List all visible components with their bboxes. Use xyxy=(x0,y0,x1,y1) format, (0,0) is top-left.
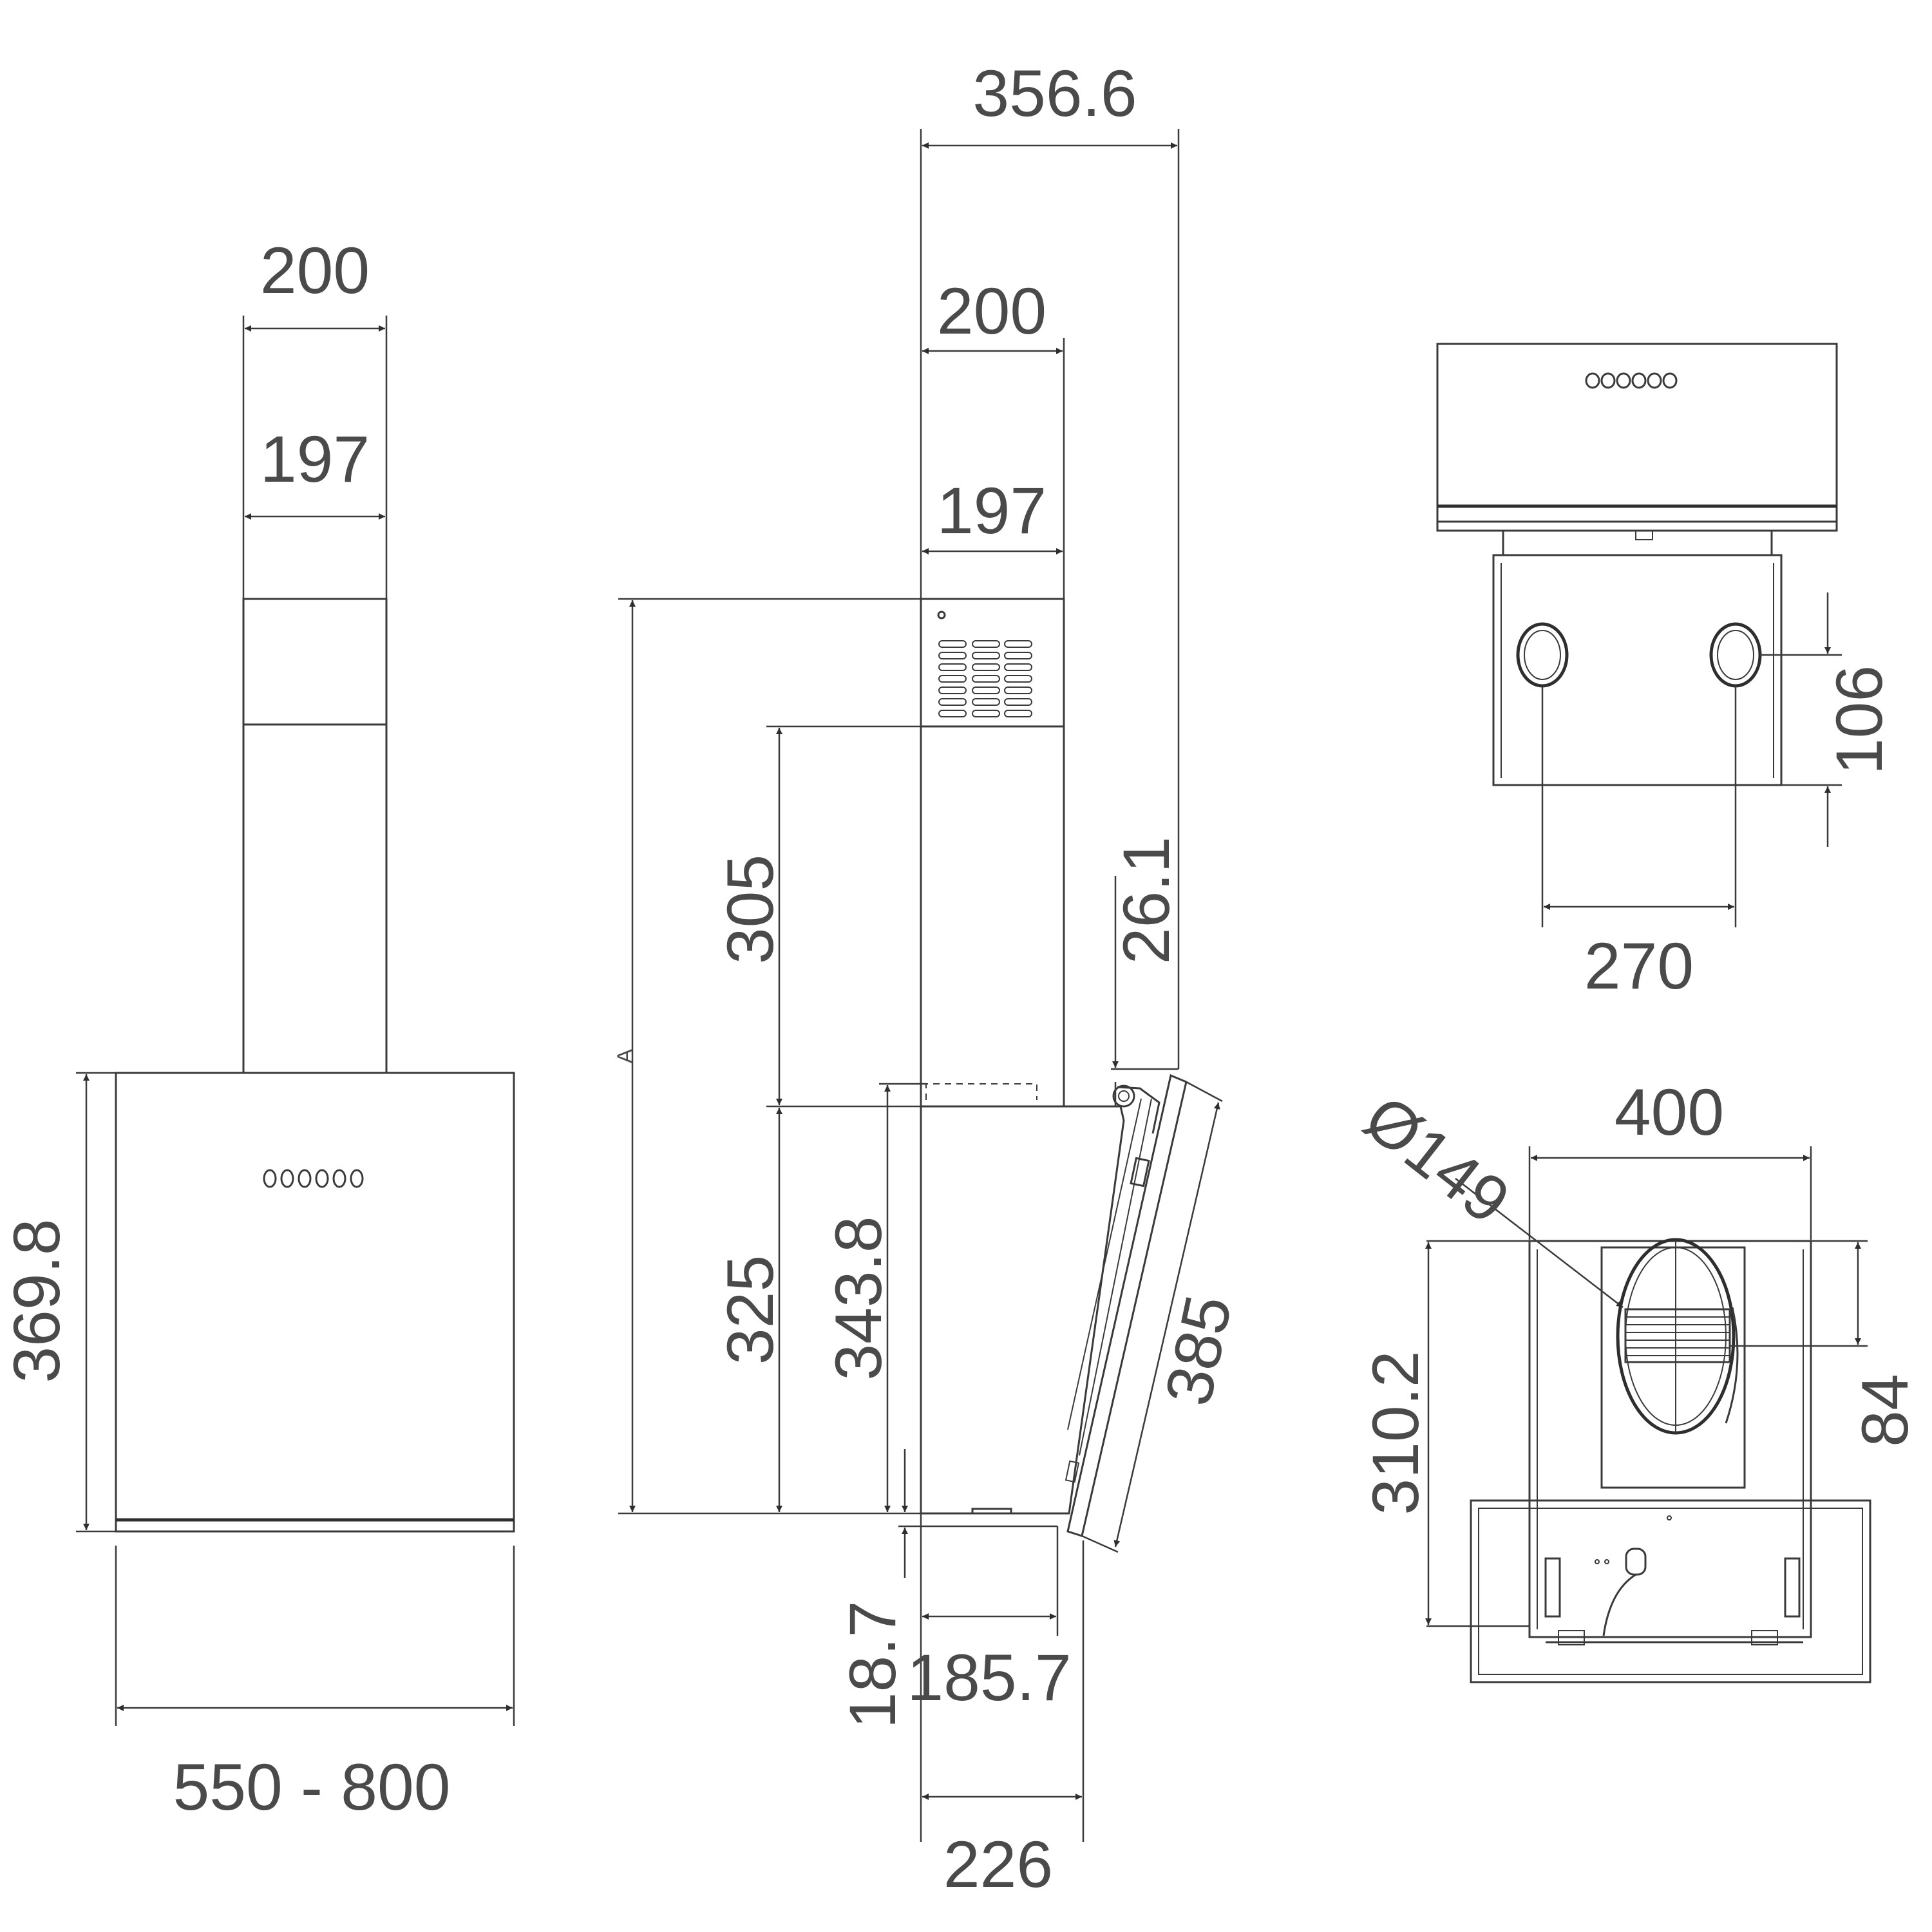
dim-label-hood-height: 369.8 xyxy=(0,1218,73,1383)
dim-label-top-offset: 26.1 xyxy=(1110,837,1183,965)
vent-grille xyxy=(938,640,1032,717)
button-icon xyxy=(263,1169,277,1188)
dim-label-outlet-offset: 84 xyxy=(1848,1374,1922,1446)
dim-label-depth: 310.2 xyxy=(1359,1350,1432,1515)
hinge-mechanism xyxy=(1065,1084,1160,1483)
rear-body xyxy=(1492,554,1783,786)
bottom-view: 400 Ø149 310.2 84 xyxy=(1351,1075,1922,1683)
side-glass-panel xyxy=(1066,1074,1188,1537)
mount-hole-icon xyxy=(1516,622,1569,688)
front-chimney xyxy=(242,598,388,1074)
mount-hole-icon xyxy=(1709,622,1762,688)
dim-label-glass-length: 385 xyxy=(1151,1289,1245,1412)
dim-line xyxy=(1113,1102,1220,1548)
dim-label-bottom-offset: 18.7 xyxy=(836,1601,909,1729)
side-view: 356.6 200 197 A 305 325 343.8 26.1 385 1… xyxy=(613,57,1245,1901)
dim-label-total-height: A xyxy=(613,1048,638,1063)
button-icon xyxy=(1600,372,1616,389)
bottom-frame xyxy=(1528,1240,1812,1638)
rear-view: 270 106 xyxy=(1436,343,1896,1003)
dim-label-bottom-depth: 185.7 xyxy=(907,1641,1071,1714)
dim-label-glass-height: 343.8 xyxy=(822,1216,895,1380)
dim-label-chimney-outer: 200 xyxy=(937,274,1046,348)
side-hood-body xyxy=(920,1105,1125,1515)
control-buttons xyxy=(263,1169,364,1188)
dim-line xyxy=(1455,1178,1624,1308)
dim-label-mount-spacing: 270 xyxy=(1584,929,1694,1003)
dim-label-body-height: 325 xyxy=(714,1255,787,1365)
button-icon xyxy=(1647,372,1662,389)
button-icon xyxy=(315,1169,329,1188)
bracket-left xyxy=(1544,1557,1561,1618)
connector-icon xyxy=(1625,1548,1647,1576)
dim-label-upper-chimney: 305 xyxy=(714,855,787,964)
rear-hood-panel xyxy=(1436,343,1838,532)
dim-label-chimney-inner: 197 xyxy=(260,422,370,496)
dim-label-overall-bottom: 226 xyxy=(943,1828,1053,1901)
button-icon xyxy=(1616,372,1631,389)
dim-label-hood-width: 550 - 800 xyxy=(173,1750,450,1824)
button-icon xyxy=(350,1169,364,1188)
dim-label-chimney-inner: 197 xyxy=(937,474,1046,547)
button-icon xyxy=(298,1169,312,1188)
front-hood-body xyxy=(115,1072,515,1533)
rear-control-buttons xyxy=(1585,372,1678,389)
dim-label-overall-depth: 356.6 xyxy=(972,57,1137,130)
button-icon xyxy=(280,1169,294,1188)
dim-label-outlet-diameter: Ø149 xyxy=(1351,1081,1523,1238)
button-icon xyxy=(332,1169,346,1188)
bottom-hood-panel xyxy=(1470,1499,1871,1683)
bracket-right xyxy=(1784,1557,1801,1618)
dim-label-chimney-outer: 200 xyxy=(260,234,370,307)
button-icon xyxy=(1631,372,1647,389)
button-icon xyxy=(1662,372,1678,389)
dim-label-mount-height: 106 xyxy=(1823,665,1896,775)
front-view: 200 197 369.8 550 - 800 xyxy=(0,234,515,1824)
fan-grille xyxy=(1624,1308,1731,1363)
dim-label-width: 400 xyxy=(1615,1075,1724,1149)
button-icon xyxy=(1585,372,1600,389)
